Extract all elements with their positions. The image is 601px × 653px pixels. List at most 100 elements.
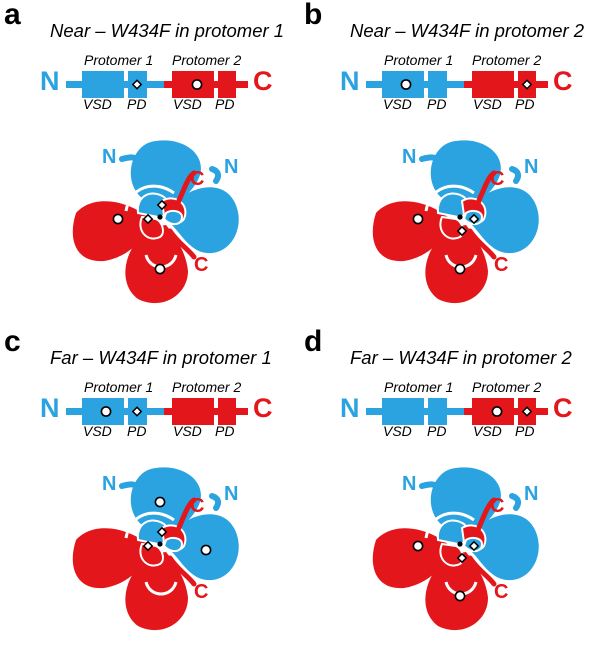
vsd-2-block (172, 398, 214, 425)
circle-marker (191, 79, 203, 90)
linear-construct (366, 71, 548, 98)
n-tail-1 (119, 481, 145, 495)
n-terminus-label: N (40, 66, 60, 96)
n-terminus-label-1: N (402, 146, 416, 168)
c-terminus-label: C (553, 66, 573, 96)
c-terminus-label: C (253, 393, 273, 423)
protomer-2-label: Protomer 2 (472, 379, 542, 395)
circle-marker (454, 263, 466, 275)
c-terminus-label-1: C (190, 168, 204, 190)
pd-2-label: PD (515, 96, 535, 112)
vsd-bottom (425, 225, 488, 304)
panel-letter: b (304, 0, 323, 31)
diamond-marker (521, 406, 533, 417)
c-tail-2 (167, 555, 197, 587)
panel-letter: d (304, 325, 323, 358)
panel-title: Near – W434F in protomer 1 (50, 20, 285, 41)
diamond-marker (521, 79, 533, 90)
pd-2-block (218, 398, 236, 425)
pd-blue-b (162, 209, 184, 225)
circle-marker (412, 540, 424, 552)
protomer-1-label: Protomer 1 (84, 379, 154, 395)
vsd-2-label: VSD (173, 96, 202, 112)
diamond-marker (156, 526, 168, 538)
pd-2-label: PD (215, 96, 235, 112)
protomer-1-label: Protomer 1 (384, 52, 454, 68)
n-terminus-label: N (340, 393, 360, 423)
panel-title: Near – W434F in protomer 2 (350, 20, 585, 41)
protomer-1-label: Protomer 1 (84, 52, 154, 68)
pd-blue-a (136, 519, 170, 546)
vsd-2-label: VSD (473, 423, 502, 439)
pd-1-block (428, 398, 447, 425)
linker-outline-bottom (144, 581, 178, 596)
linker-outline-top (424, 184, 475, 212)
vsd-1-label: VSD (83, 423, 112, 439)
circle-marker (100, 406, 112, 417)
n-terminus-label: N (40, 393, 60, 423)
protomer-2-label: Protomer 2 (172, 52, 242, 68)
pore-dot (457, 214, 463, 220)
linear-construct (66, 398, 248, 425)
panel-letter: a (4, 0, 21, 31)
pd-1-label: PD (427, 423, 447, 439)
n-tail-1 (419, 481, 445, 495)
pore-dot (157, 541, 163, 547)
diamond-marker (142, 213, 154, 225)
pd-blue-a (436, 192, 470, 219)
n-tail-2 (209, 166, 222, 184)
c-tail-2 (467, 228, 497, 260)
c-terminus-label-2: C (494, 581, 508, 603)
n-tail-1 (419, 154, 445, 168)
n-tail-1 (119, 154, 145, 168)
n-terminus-label-2: N (524, 483, 538, 505)
n-terminus-label-1: N (402, 473, 416, 495)
vsd-bottom (425, 552, 488, 631)
pd-1-label: PD (127, 423, 147, 439)
c-tail-2 (167, 228, 197, 260)
pd-red-b (439, 542, 464, 567)
vsd-1-block (382, 398, 424, 425)
pd-blue-a (436, 519, 470, 546)
linker-outline-top (124, 184, 175, 212)
vsd-left (72, 528, 152, 589)
pd-blue-a (136, 192, 170, 219)
vsd-right (170, 187, 239, 254)
pd-red-b (439, 215, 464, 240)
n-terminus-label-2: N (524, 156, 538, 178)
n-tail-2 (509, 166, 522, 184)
c-terminus-label-1: C (490, 168, 504, 190)
vsd-right (470, 187, 539, 254)
diamond-marker (456, 552, 468, 564)
c-tail-1 (475, 497, 497, 533)
pd-1-block (428, 71, 447, 98)
circle-marker (400, 79, 412, 90)
pd-1-label: PD (427, 96, 447, 112)
n-tail-2 (209, 493, 222, 511)
linker-outline-top (124, 511, 175, 539)
vsd-1-label: VSD (383, 423, 412, 439)
linker-outline-top (424, 511, 475, 539)
n-terminus-label-2: N (224, 156, 238, 178)
pd-blue-b (162, 536, 184, 552)
vsd-bottom (125, 552, 188, 631)
c-terminus-label: C (253, 66, 273, 96)
c-terminus-label-1: C (190, 495, 204, 517)
vsd-right (470, 514, 539, 581)
panel-title: Far – W434F in protomer 1 (50, 347, 272, 368)
c-terminus-label-2: C (194, 254, 208, 276)
protomer-2-label: Protomer 2 (172, 379, 242, 395)
vsd-1-block (82, 71, 124, 98)
vsd-1-label: VSD (383, 96, 412, 112)
linear-construct (66, 71, 248, 98)
vsd-2-label: VSD (173, 423, 202, 439)
diamond-marker (156, 199, 168, 211)
